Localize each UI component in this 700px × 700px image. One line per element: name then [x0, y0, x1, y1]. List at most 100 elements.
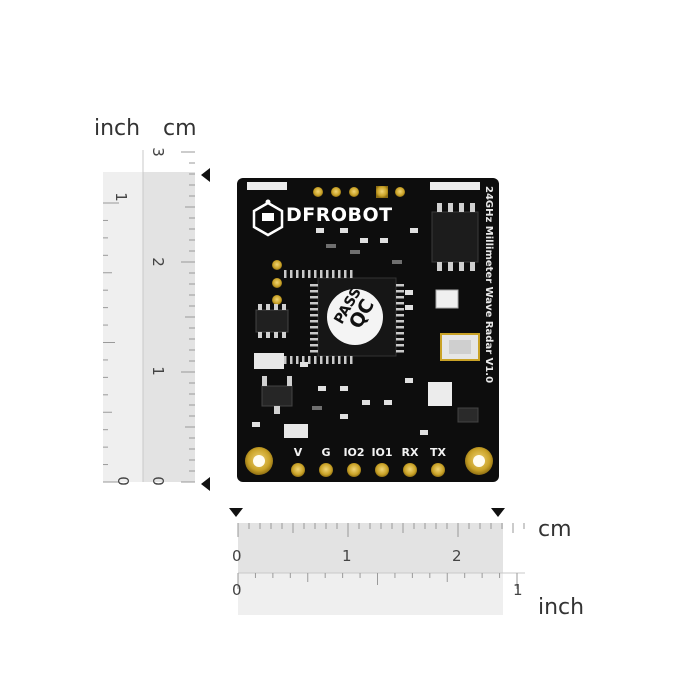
vertical-ruler-inch-strip [103, 172, 143, 482]
qfp-pin-right [396, 284, 404, 287]
qfp-pin-top [302, 270, 305, 278]
small-ic-left [255, 309, 289, 333]
pin-pad-io1 [375, 463, 389, 477]
pin-label-io1: IO1 [371, 446, 393, 459]
top-pad-5 [395, 187, 405, 197]
qfp-chip-pins [284, 270, 404, 364]
qfp-pin-right [396, 326, 404, 329]
top-edge-pad-left [247, 182, 287, 190]
qfp-pin-left [310, 350, 318, 353]
qfp-pin-right [396, 290, 404, 293]
pin-label-io2: IO2 [343, 446, 365, 459]
qfp-pin-right [396, 308, 404, 311]
qfp-pin-left [310, 320, 318, 323]
horizontal-ruler-inch-unit: inch [538, 595, 585, 620]
board-model-text: 24GHz Millimeter Wave Radar V1.0 [483, 186, 494, 384]
pin-label-g: G [321, 446, 331, 459]
horizontal-ruler-inch-strip [238, 573, 503, 615]
vertical-ruler-cm-strip [143, 172, 195, 482]
qfp-pin-left [310, 284, 318, 287]
qfp-pin-bottom [344, 356, 347, 364]
pin-label-tx: TX [430, 446, 446, 459]
vertical-ruler-top-arrow [201, 168, 210, 182]
qfp-pin-left [310, 332, 318, 335]
sot-transistor [261, 385, 293, 407]
top-edge-pad-right [430, 182, 480, 190]
h-inch-label-0: 0 [232, 581, 242, 599]
qfp-pin-bottom [308, 356, 311, 364]
pin-pad-v [291, 463, 305, 477]
qfp-pin-bottom [350, 356, 353, 364]
qfp-pin-top [320, 270, 323, 278]
qfp-pin-top [284, 270, 287, 278]
qfp-pin-bottom [320, 356, 323, 364]
qfp-pin-top [290, 270, 293, 278]
qfp-pin-left [310, 308, 318, 311]
pin-pad-g [319, 463, 333, 477]
h-cm-label-0: 0 [232, 547, 242, 565]
qfp-pin-right [396, 314, 404, 317]
qfp-pin-top [344, 270, 347, 278]
vertical-ruler-cm-unit: cm [163, 116, 197, 141]
qfp-pin-bottom [326, 356, 329, 364]
qfp-pin-right [396, 338, 404, 341]
test-pad-3 [272, 295, 282, 305]
robot-logo-icon [252, 199, 284, 237]
qfp-pin-bottom [338, 356, 341, 364]
top-pad-square [376, 186, 388, 198]
qfp-pin-top [350, 270, 353, 278]
capacitor-right [435, 289, 459, 309]
soic-chip-pins [437, 203, 475, 271]
qfp-pin-top [332, 270, 335, 278]
smd-passives [252, 228, 428, 435]
pin-pad-rx [403, 463, 417, 477]
qfp-pin-right [396, 344, 404, 347]
qfp-pin-bottom [290, 356, 293, 364]
qfp-pin-right [396, 320, 404, 323]
qfp-pin-bottom [314, 356, 317, 364]
mounting-hole-right-icon [465, 447, 493, 475]
pin-pad-tx [431, 463, 445, 477]
vertical-ruler-inch-ticks [103, 202, 119, 483]
qfp-pin-left [310, 326, 318, 329]
qfp-pin-right [396, 302, 404, 305]
horizontal-ruler-right-arrow [491, 508, 505, 517]
capacitor-left [254, 353, 284, 369]
horizontal-ruler-left-arrow [229, 508, 243, 517]
horizontal-ruler-inch-ticks [237, 573, 518, 589]
qfp-pin-left [310, 344, 318, 347]
qfp-pin-bottom [296, 356, 299, 364]
pin-label-v: V [293, 446, 303, 459]
test-pad-1 [272, 260, 282, 270]
qfp-pin-right [396, 350, 404, 353]
pin-pad-io2 [347, 463, 361, 477]
soic-chip [431, 211, 479, 263]
qfp-pin-bottom [302, 356, 305, 364]
diode-right [457, 407, 479, 423]
inductor-right [428, 382, 452, 406]
qfp-pin-left [310, 338, 318, 341]
h-cm-label-1: 1 [342, 547, 352, 565]
qfp-pin-top [314, 270, 317, 278]
qfp-pin-top [308, 270, 311, 278]
horizontal-ruler-cm-unit: cm [538, 517, 572, 542]
board-brand-logo: DFROBOT [286, 204, 393, 226]
qfp-pin-top [338, 270, 341, 278]
pin-label-rx: RX [401, 446, 419, 459]
test-pad-2 [272, 278, 282, 288]
vertical-ruler-cm-ticks [181, 151, 195, 483]
qfp-pin-left [310, 302, 318, 305]
top-pad-2 [331, 187, 341, 197]
vertical-ruler-bottom-arrow [201, 477, 210, 491]
vertical-ruler-inch-unit: inch [94, 116, 141, 141]
qfp-pin-bottom [332, 356, 335, 364]
top-pad-3 [349, 187, 359, 197]
qfp-pin-left [310, 290, 318, 293]
qfp-pin-left [310, 314, 318, 317]
qfp-pin-top [326, 270, 329, 278]
qfp-pin-right [396, 332, 404, 335]
top-pad-1 [313, 187, 323, 197]
